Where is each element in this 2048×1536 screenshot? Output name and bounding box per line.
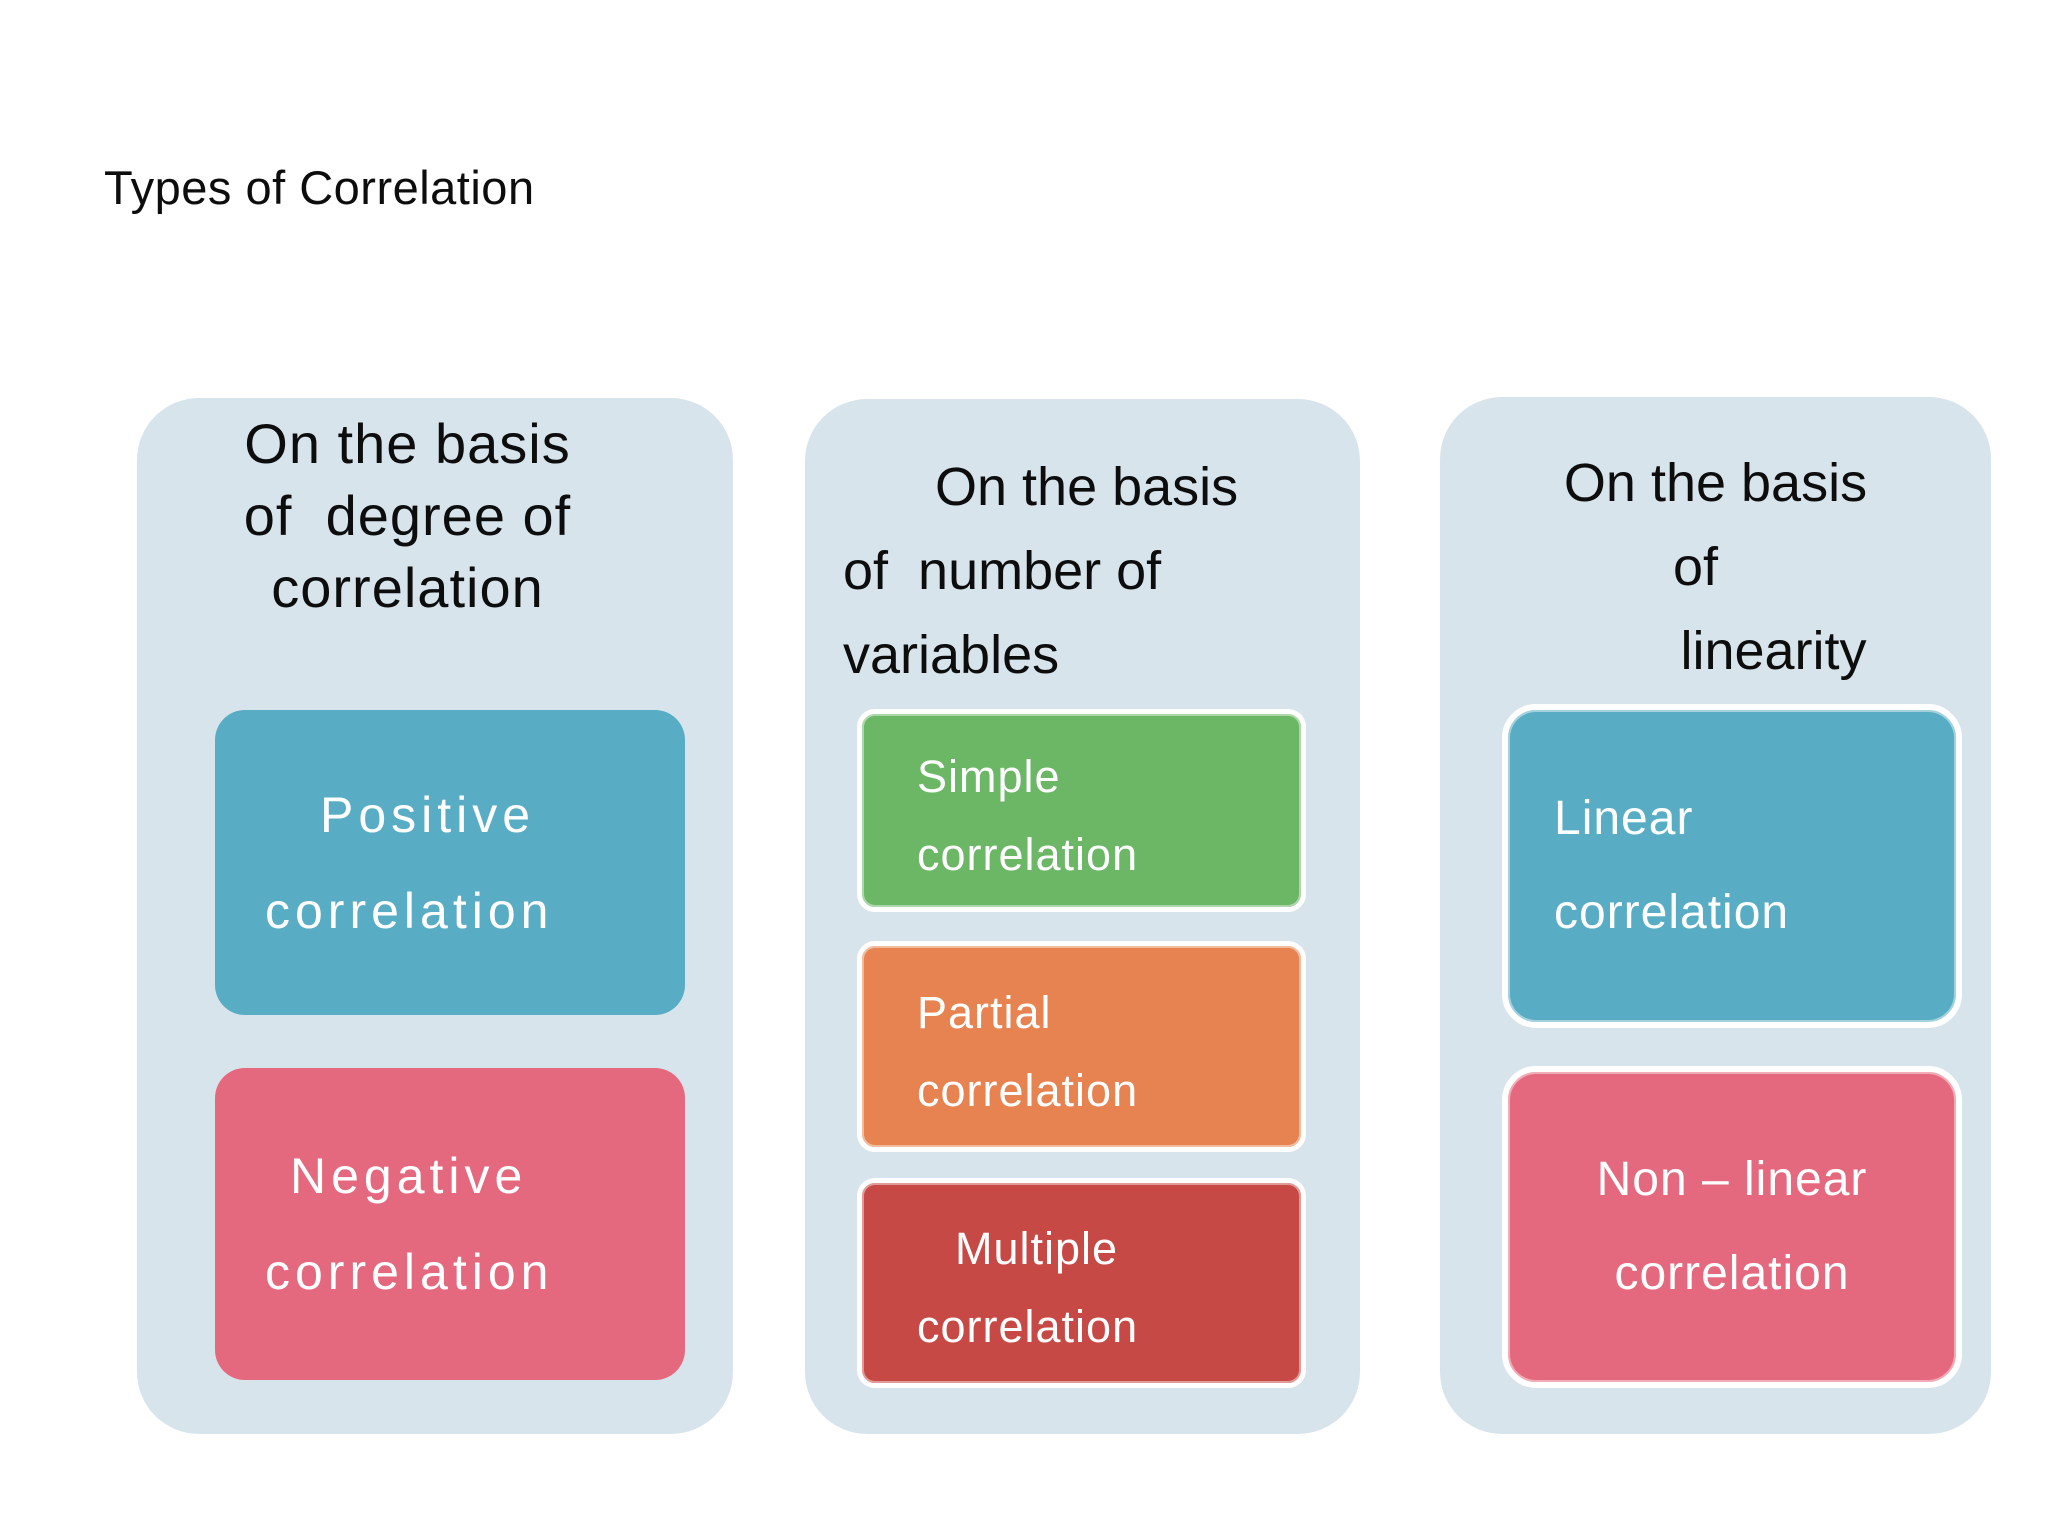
- box-label: Multiple correlation: [917, 1223, 1139, 1352]
- header-line: linearity: [1680, 621, 1867, 681]
- box-simple-correlation: Simple correlation: [857, 709, 1306, 912]
- box-multiple-correlation: Multiple correlation: [857, 1178, 1306, 1388]
- box-linear-correlation: Linear correlation: [1502, 704, 1962, 1028]
- header-line: of: [1672, 537, 1719, 597]
- box-label: Partial correlation: [917, 986, 1139, 1116]
- header-line: On the basis: [935, 457, 1239, 517]
- box-partial-correlation: Partial correlation: [857, 941, 1306, 1152]
- page-title: Types of Correlation: [104, 161, 535, 214]
- box-label: Positive correlation: [265, 786, 554, 939]
- column-linearity: On the basis of linearity Linear correla…: [1440, 397, 1991, 1434]
- header-line: correlation: [271, 556, 544, 619]
- column-header-linearity: On the basis of linearity: [1440, 441, 1991, 693]
- column-number-of-variables: On the basis of number of variables Simp…: [805, 399, 1360, 1434]
- column-header-number-of-variables: On the basis of number of variables: [805, 445, 1360, 697]
- header-line: variables: [843, 625, 1060, 685]
- box-non-linear-correlation: Non – linear correlation: [1502, 1066, 1962, 1388]
- column-degree-of-correlation: On the basis of degree of correlation Po…: [137, 398, 733, 1434]
- header-line: On the basis: [1563, 453, 1868, 513]
- box-negative-correlation: Negative correlation: [215, 1068, 685, 1380]
- box-label: Simple correlation: [917, 750, 1139, 880]
- header-line: On the basis: [244, 412, 571, 475]
- box-positive-correlation: Positive correlation: [215, 710, 685, 1015]
- box-label: Linear correlation: [1554, 792, 1790, 939]
- header-line: of degree of: [243, 484, 572, 547]
- column-header-degree: On the basis of degree of correlation: [137, 408, 733, 624]
- box-label: Negative correlation: [265, 1148, 554, 1300]
- header-line: of number of: [843, 541, 1162, 601]
- box-label: Non – linear correlation: [1596, 1153, 1868, 1300]
